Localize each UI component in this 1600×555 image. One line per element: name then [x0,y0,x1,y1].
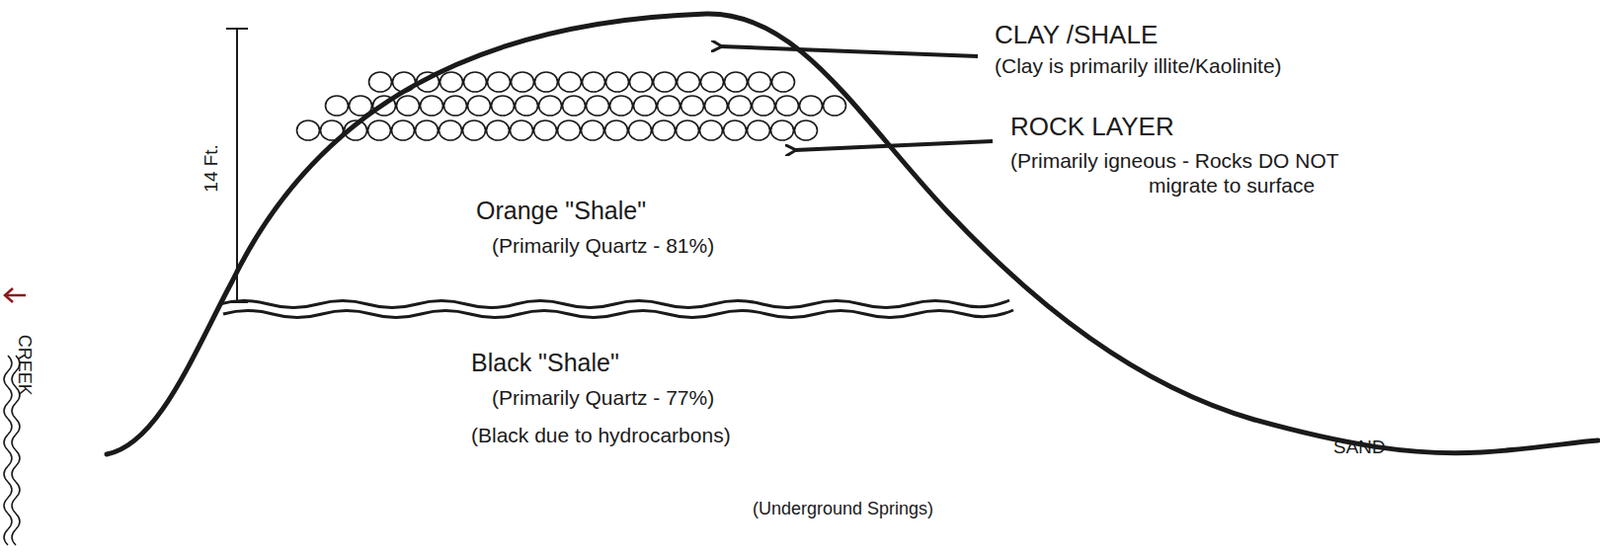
rock-oval [752,95,776,116]
rock-oval [491,95,515,116]
rock-oval [397,95,420,116]
layer-name: CLAY /SHALE [994,19,1158,51]
rock-oval [728,95,752,116]
layer-name: ROCK LAYER [1010,111,1175,143]
rock-oval [653,72,677,92]
layer-note: (Clay is primarily illite/Kaolinite) [994,53,1282,79]
rock-oval [772,72,796,92]
layer-name: Orange "Shale" [476,195,646,226]
rock-oval [605,120,629,141]
rock-oval [515,95,539,116]
rock-oval [440,72,464,92]
rock-oval [325,95,349,116]
rock-oval [539,95,562,116]
rock-oval [297,120,320,141]
leader-arrow [720,46,978,57]
rock-oval [748,72,772,92]
leader-arrow [795,141,993,151]
rock-oval [439,120,463,141]
rock-oval [676,120,700,141]
rock-oval [415,120,439,141]
rock-oval [444,95,468,116]
rock-oval [535,72,559,92]
rock-oval [392,120,415,141]
rock-oval [344,120,368,141]
creek-label: CREEK [12,334,35,397]
rock-oval [581,120,605,141]
rock-oval [463,120,486,141]
direction-arrow [4,288,26,303]
rock-oval [795,120,818,141]
layer-note: (Black due to hydrocarbons) [471,422,731,448]
rock-oval [747,120,771,141]
rock-oval [700,120,723,141]
rock-oval [562,95,586,116]
hill-outline [106,13,1599,455]
rock-oval [723,120,747,141]
rock-oval [468,95,491,116]
rock-oval [420,95,444,116]
rock-oval [534,120,558,141]
rock-layer-ovals [297,72,847,141]
rock-oval [705,95,728,116]
rock-oval [586,95,610,116]
rock-oval [373,95,397,116]
rock-oval [369,72,393,92]
rock-oval [368,120,392,141]
rock-oval [606,72,630,92]
rock-oval [629,120,652,141]
rock-oval [464,72,487,92]
rock-oval [771,120,795,141]
rock-oval [349,95,373,116]
sand-label: SAND [1333,436,1386,460]
rock-oval [510,120,534,141]
rock-oval [652,120,676,141]
rock-oval [610,95,634,116]
rock-oval [657,95,681,116]
rock-oval [823,95,847,116]
rock-oval [701,72,724,92]
rock-oval [677,72,701,92]
rock-oval [681,95,705,116]
rock-oval [393,72,416,92]
rock-oval [416,72,440,92]
layer-note: (Primarily Quartz - 77%) [491,385,715,410]
rock-oval [320,120,344,141]
rock-oval [634,95,657,116]
rock-oval [487,72,511,92]
rock-oval [582,72,606,92]
rock-oval [558,120,581,141]
layer-note: (Primarily igneous - Rocks DO NOT migrat… [1010,148,1406,198]
rock-oval [776,95,800,116]
rock-oval [559,72,582,92]
layer-note: (Primarily Quartz - 81%) [491,233,715,258]
rock-oval [630,72,653,92]
dimension-line [226,28,248,303]
rock-oval [724,72,748,92]
dimension-label: 14 Ft. [200,144,224,193]
spring-note: (Underground Springs) [752,498,934,521]
layer-name: Black "Shale" [471,347,620,378]
wavy-boundary [223,310,1014,319]
rock-oval [800,95,823,116]
rock-oval [486,120,510,141]
rock-oval [511,72,535,92]
wavy-boundary [219,300,1010,309]
